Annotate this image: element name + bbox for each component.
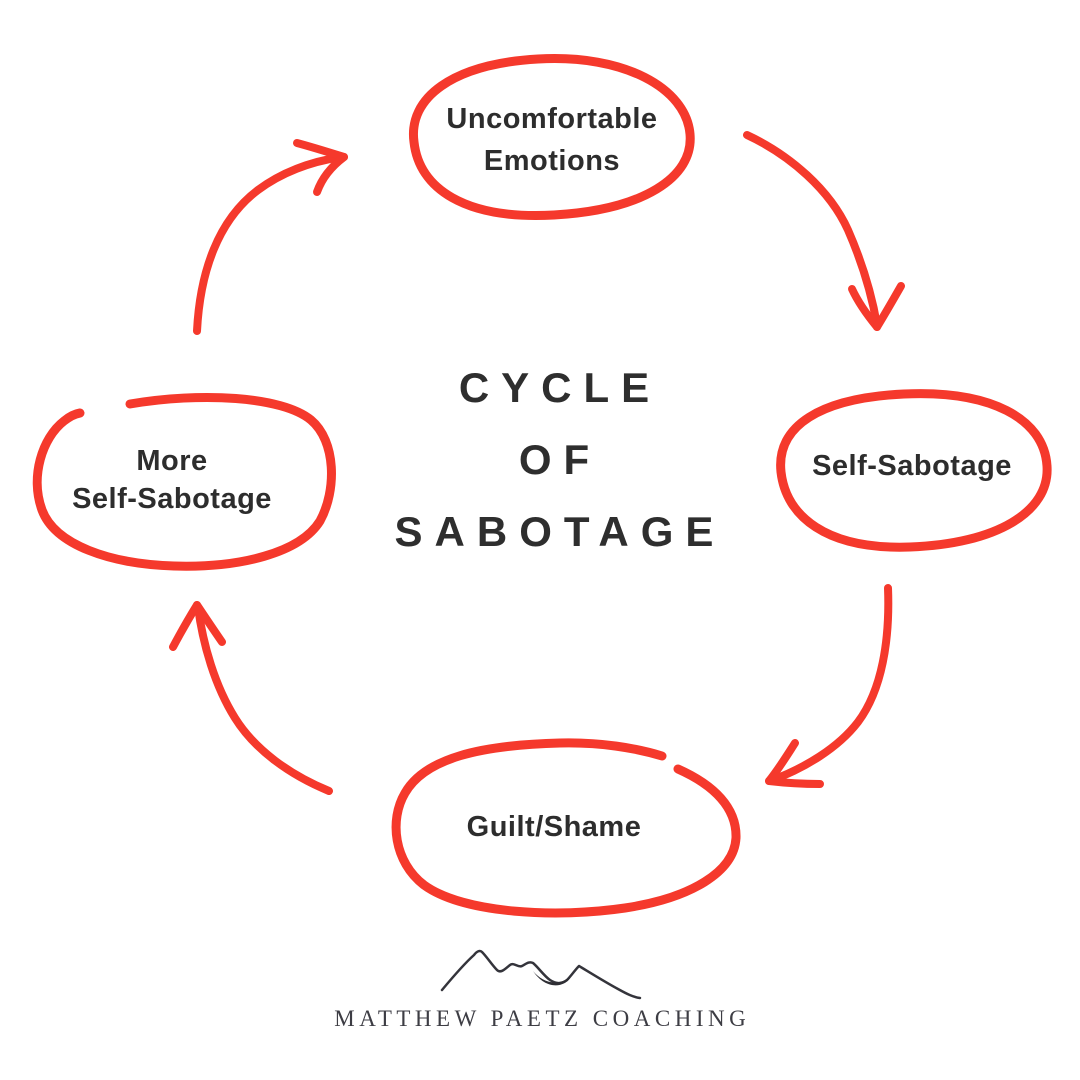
node-label-uncomfortable-emotions: Uncomfortable Emotions xyxy=(446,98,657,182)
node-label-self-sabotage: Self-Sabotage xyxy=(812,445,1012,487)
arrow-uncomfortable-to-selfsabotage xyxy=(743,131,905,331)
node-label-line: More xyxy=(136,445,208,477)
title-line: CYCLE xyxy=(458,364,662,411)
node-label-line: Guilt/Shame xyxy=(466,811,642,843)
node-label-line: Self-Sabotage xyxy=(72,483,272,515)
arrow-selfsabotage-to-guiltshame xyxy=(765,584,893,788)
arrow-guiltshame-to-more xyxy=(169,601,333,795)
brand-name: MATTHEW PAETZ COACHING xyxy=(334,1006,751,1031)
node-outline-self-sabotage xyxy=(776,389,1052,552)
node-label-line: Uncomfortable xyxy=(446,103,658,135)
node-label-more-self-sabotage: More Self-Sabotage xyxy=(72,442,272,518)
arrow-more-to-uncomfortable xyxy=(193,139,348,335)
node-label-line: Self-Sabotage xyxy=(812,450,1012,482)
diagram-title: CYCLE OF SABOTAGE xyxy=(383,352,726,568)
node-outline-uncomfortable-emotions xyxy=(408,54,695,221)
title-line: SABOTAGE xyxy=(394,508,726,555)
mountain-logo-icon xyxy=(440,949,642,1000)
node-label-line: Emotions xyxy=(483,145,621,177)
title-line: OF xyxy=(518,436,602,483)
node-outline-more-self-sabotage xyxy=(32,392,336,571)
node-outline-guilt-shame xyxy=(391,738,741,918)
node-label-guilt-shame: Guilt/Shame xyxy=(467,806,642,848)
